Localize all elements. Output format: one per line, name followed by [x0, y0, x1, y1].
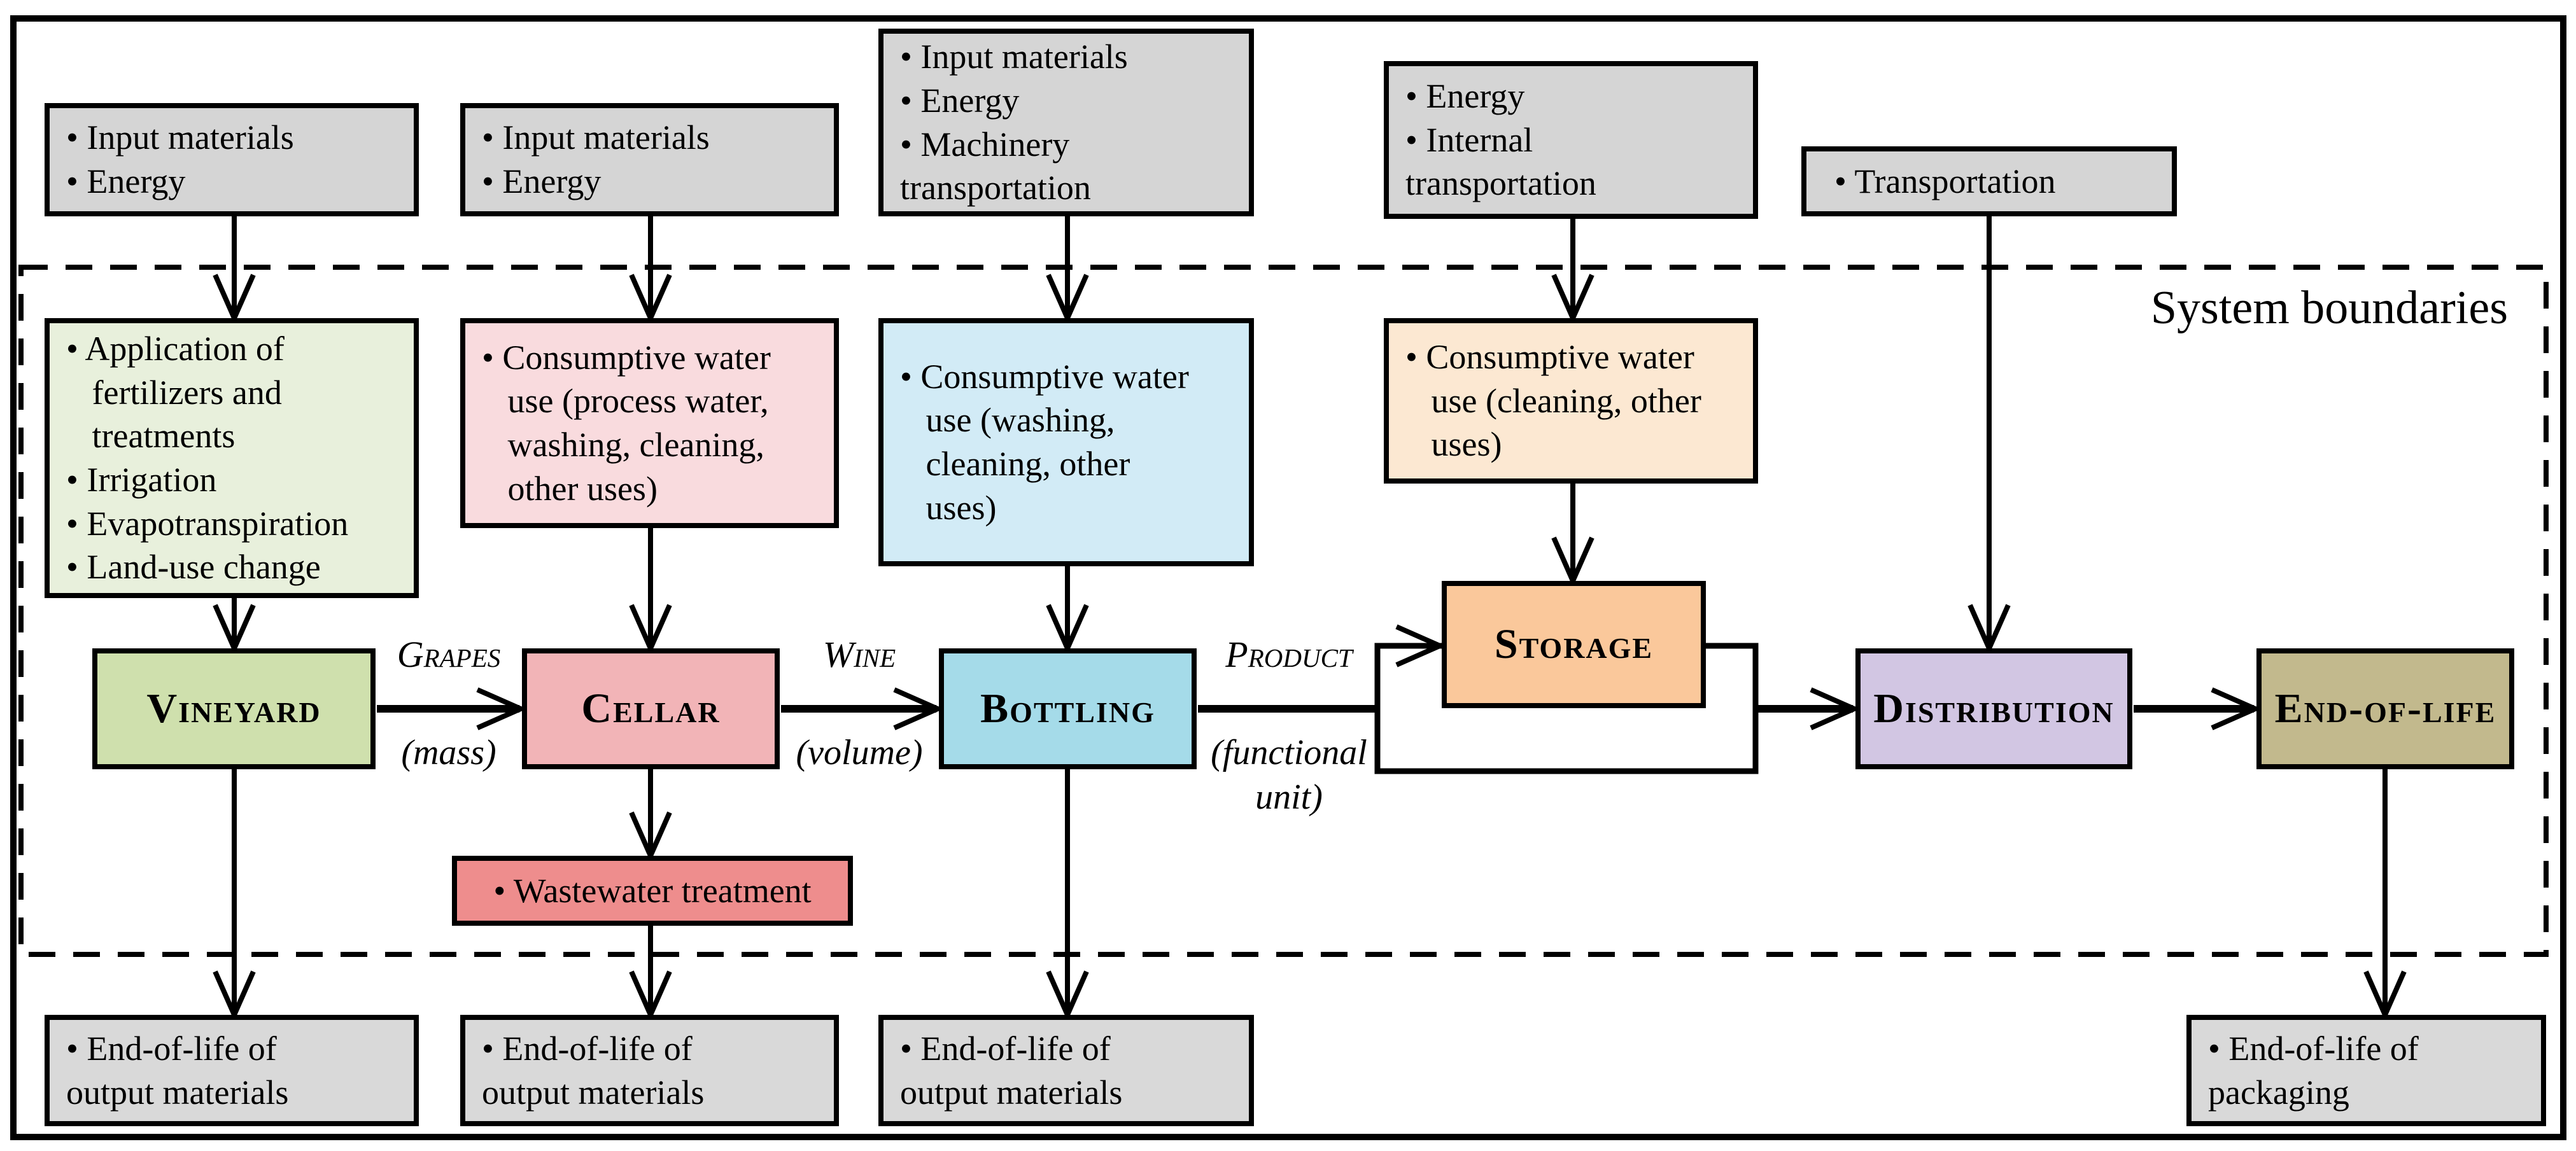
flow-label-grapes: Grapes [397, 634, 501, 675]
flow-label-wine: Wine [822, 634, 896, 675]
input-box-bottling-text: • Input materials • Energy • Machinery t… [900, 38, 1128, 207]
output-box-vineyard: • End-of-life of output materials [45, 1015, 419, 1126]
output-box-cellar: • End-of-life of output materials [460, 1015, 839, 1126]
output-box-packaging: • End-of-life of packaging [2186, 1015, 2546, 1126]
flow-unit-functional-unit: (functional unit) [1211, 733, 1367, 817]
vertical-connectors [232, 216, 2388, 1012]
wastewater-treatment-box: • Wastewater treatment [452, 856, 853, 926]
wastewater-treatment-text: • Wastewater treatment [493, 871, 812, 910]
input-box-bottling: • Input materials • Energy • Machinery t… [878, 29, 1254, 216]
stage-end-of-life-label: End-of-life [2274, 685, 2496, 732]
detail-box-vineyard-text: • Application of fertilizers and treatme… [66, 330, 349, 587]
input-box-cellar-text: • Input materials • Energy [482, 118, 710, 200]
stage-storage-label: Storage [1494, 621, 1654, 667]
output-box-vineyard-text: • End-of-life of output materials [66, 1029, 289, 1112]
stage-distribution-label: Distribution [1873, 685, 2115, 732]
detail-box-cellar: • Consumptive water use (process water, … [460, 318, 839, 528]
right-arrowheads [476, 624, 2262, 730]
input-box-vineyard: • Input materials • Energy [45, 103, 419, 216]
flow-unit-mass: (mass) [401, 733, 496, 772]
stage-storage: Storage [1442, 581, 1706, 708]
input-box-distribution: • Transportation [1801, 146, 2177, 216]
detail-box-storage: • Consumptive water use (cleaning, other… [1384, 318, 1758, 484]
flow-label-product: Product [1225, 634, 1353, 675]
output-box-cellar-text: • End-of-life of output materials [482, 1029, 705, 1112]
stage-vineyard-label: Vineyard [146, 685, 321, 732]
stage-cellar: Cellar [522, 648, 780, 769]
detail-box-vineyard: • Application of fertilizers and treatme… [45, 318, 419, 598]
stage-cellar-label: Cellar [581, 685, 721, 732]
output-box-bottling-text: • End-of-life of output materials [900, 1029, 1123, 1112]
input-box-storage: • Energy • Internal transportation [1384, 61, 1758, 219]
stage-vineyard: Vineyard [92, 648, 376, 769]
detail-box-cellar-text: • Consumptive water use (process water, … [482, 338, 771, 508]
system-boundary-dashed-rect [18, 265, 2549, 957]
input-box-distribution-text: • Transportation [1834, 162, 2056, 200]
flow-unit-volume: (volume) [796, 733, 923, 772]
detail-box-bottling: • Consumptive water use (washing, cleani… [878, 318, 1254, 566]
output-box-bottling: • End-of-life of output materials [878, 1015, 1254, 1126]
input-box-storage-text: • Energy • Internal transportation [1405, 77, 1596, 203]
system-boundaries-label: System boundaries [2150, 282, 2508, 334]
detail-box-bottling-text: • Consumptive water use (washing, cleani… [900, 357, 1189, 527]
stage-bottling-label: Bottling [980, 685, 1155, 732]
detail-box-storage-text: • Consumptive water use (cleaning, other… [1405, 338, 1701, 464]
input-box-vineyard-text: • Input materials • Energy [66, 118, 294, 200]
stage-bottling: Bottling [939, 648, 1197, 769]
stage-end-of-life: End-of-life [2256, 648, 2514, 769]
output-box-packaging-text: • End-of-life of packaging [2208, 1029, 2419, 1112]
stage-distribution: Distribution [1855, 648, 2132, 769]
input-box-cellar: • Input materials • Energy [460, 103, 839, 216]
